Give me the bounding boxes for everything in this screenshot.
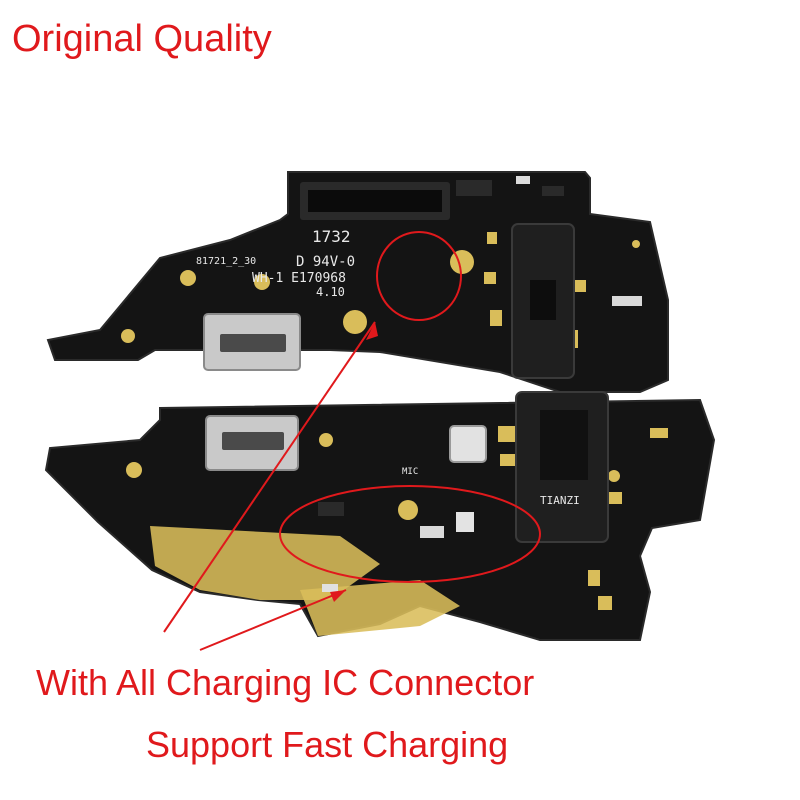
annotations xyxy=(163,231,541,651)
silk-part-number: 81721_2_30 xyxy=(196,256,256,267)
charging-ic xyxy=(318,502,344,516)
microphone xyxy=(449,425,487,463)
headline-original-quality: Original Quality xyxy=(12,18,272,60)
highlight-circle-top xyxy=(376,231,462,321)
silk-tianzi: TIANZI xyxy=(540,494,580,507)
caption-fast-charging: Support Fast Charging xyxy=(146,724,509,765)
bottom-charging-board: MIC TIANZI xyxy=(44,391,716,641)
arrow-line-2 xyxy=(199,589,347,651)
silk-version: 4.10 xyxy=(316,285,345,299)
gold-plated-area xyxy=(150,526,380,600)
silk-1732: 1732 xyxy=(312,227,351,246)
top-charging-board: 1732 D 94V-0 WH-1 E170968 4.10 81721_2_3… xyxy=(46,171,669,393)
silk-e170968: WH-1 E170968 xyxy=(252,271,346,286)
arrow-line-1 xyxy=(163,321,376,633)
gold-pad xyxy=(180,270,196,286)
caption-charging-ic: With All Charging IC Connector xyxy=(36,662,535,703)
silk-mic: MIC xyxy=(402,467,418,477)
highlight-circle-bottom xyxy=(279,485,541,583)
silk-94v0: D 94V-0 xyxy=(296,254,355,270)
